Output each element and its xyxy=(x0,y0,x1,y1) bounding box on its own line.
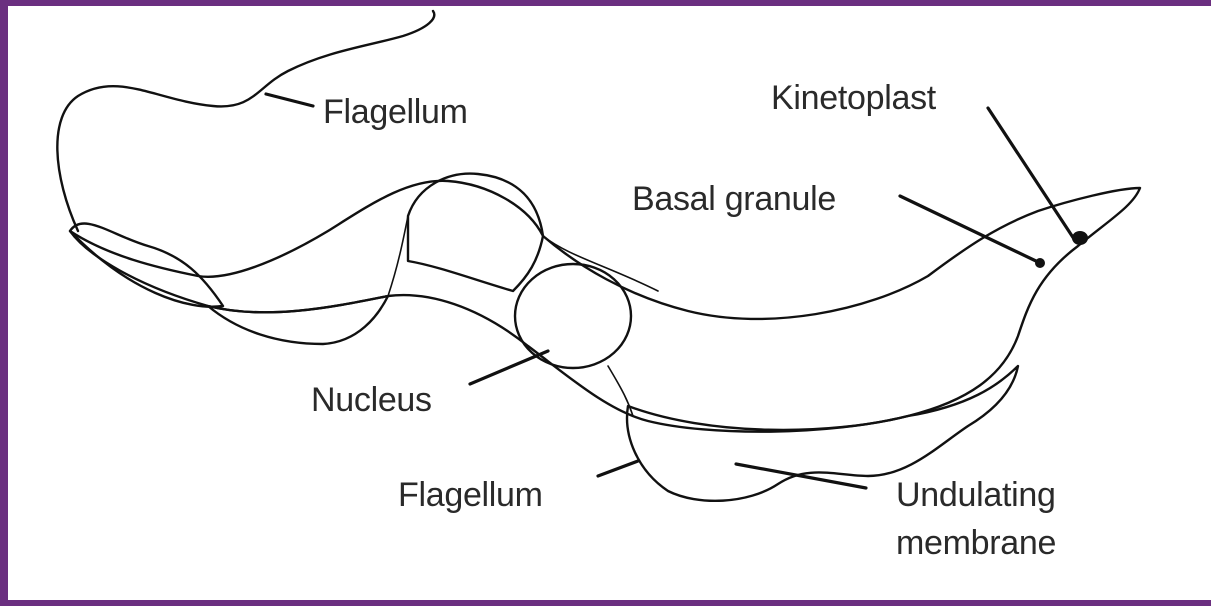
label-flagellum-top: Flagellum xyxy=(323,93,468,131)
fold-line xyxy=(543,236,658,291)
flagellum-top-leader xyxy=(266,94,313,106)
fold-line xyxy=(388,216,408,296)
label-basal-granule: Basal granule xyxy=(632,180,836,218)
fold-line xyxy=(608,366,633,416)
undulating-membrane-leader xyxy=(736,464,866,488)
label-membrane: membrane xyxy=(896,524,1056,562)
nucleus-leader xyxy=(470,351,548,384)
membrane-fold-middle xyxy=(408,174,543,291)
membrane-fold-lower-left xyxy=(208,296,388,344)
label-undulating: Undulating xyxy=(896,476,1056,514)
basal-granule-leader xyxy=(900,196,1036,261)
label-flagellum-bottom: Flagellum xyxy=(398,476,543,514)
label-kinetoplast: Kinetoplast xyxy=(771,79,937,117)
nucleus xyxy=(515,264,631,368)
trypanosome-diagram: Flagellum Kinetoplast Basal granule Nucl… xyxy=(8,6,1211,606)
flagellum-bottom-leader xyxy=(598,461,638,476)
kinetoplast-leader xyxy=(988,108,1076,242)
label-nucleus: Nucleus xyxy=(311,381,432,419)
